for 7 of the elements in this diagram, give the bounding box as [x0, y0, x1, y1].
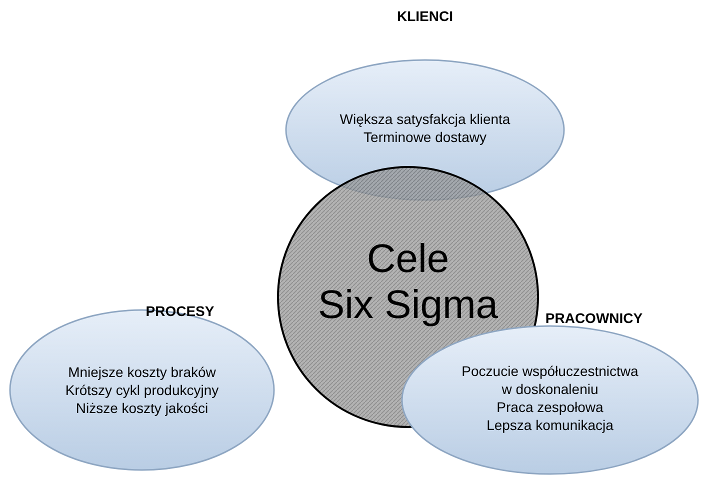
goal-list: Mniejsze koszty braków Krótszy cykl produkcyjny Niższe koszty jakości [65, 363, 219, 417]
area-heading: KLIENCI [397, 8, 453, 24]
goal-list: Poczucie współuczestnictwa w doskonaleniu Praca zespołowa Lepsza komunikacja [462, 362, 638, 434]
goal-list: Większa satysfakcja klienta Terminowe dostawy [340, 110, 510, 146]
area-heading: PRACOWNICY [545, 310, 643, 326]
center-title: Cele Six Sigma [318, 236, 498, 328]
area-heading: PROCESY [146, 303, 214, 319]
